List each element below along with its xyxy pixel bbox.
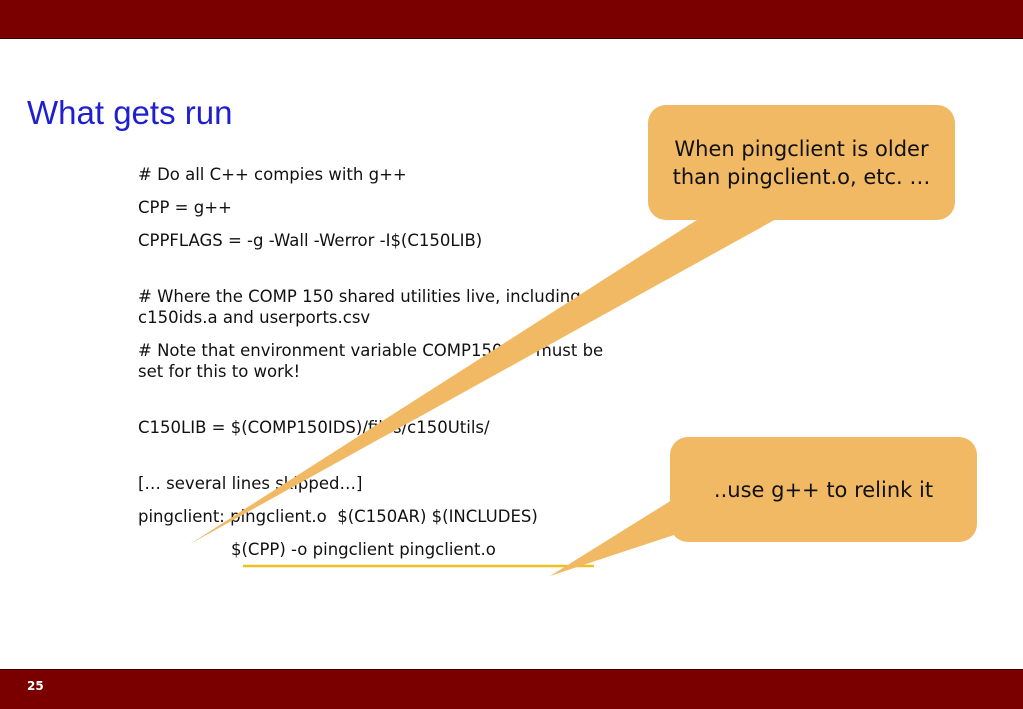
code-line-comment-compiles: # Do all C++ compies with g++	[138, 165, 407, 184]
blank-line	[138, 394, 618, 417]
top-banner	[0, 0, 1023, 39]
code-line-comment-env-var: # Note that environment variable COMP150…	[138, 341, 604, 381]
code-line-skipped: [… several lines skipped…]	[138, 474, 363, 493]
makefile-code-block: # Do all C++ compies with g++ CPP = g++ …	[138, 164, 618, 572]
callout-older-than-text: When pingclient is older than pingclient…	[672, 136, 931, 189]
blank-line	[138, 263, 618, 286]
code-line-cppflags: CPPFLAGS = -g -Wall -Werror -I$(C150LIB)	[138, 231, 483, 250]
callout-relink-text: ..use g++ to relink it	[713, 477, 934, 502]
bottom-banner: 25	[0, 669, 1023, 709]
callout-relink: ..use g++ to relink it	[670, 437, 977, 542]
code-line-link-command: $(CPP) -o pingclient pingclient.o	[231, 540, 496, 559]
code-line-pingclient-rule: pingclient: pingclient.o $(C150AR) $(INC…	[138, 507, 538, 526]
code-line-cpp: CPP = g++	[138, 198, 232, 217]
callout-older-than: When pingclient is older than pingclient…	[648, 105, 955, 220]
code-line-comment-utilities: # Where the COMP 150 shared utilities li…	[138, 287, 581, 327]
slide-title: What gets run	[27, 94, 233, 131]
slide-number: 25	[27, 679, 44, 693]
code-line-c150lib: C150LIB = $(COMP150IDS)/files/c150Utils/	[138, 418, 490, 437]
blank-line	[138, 450, 618, 473]
